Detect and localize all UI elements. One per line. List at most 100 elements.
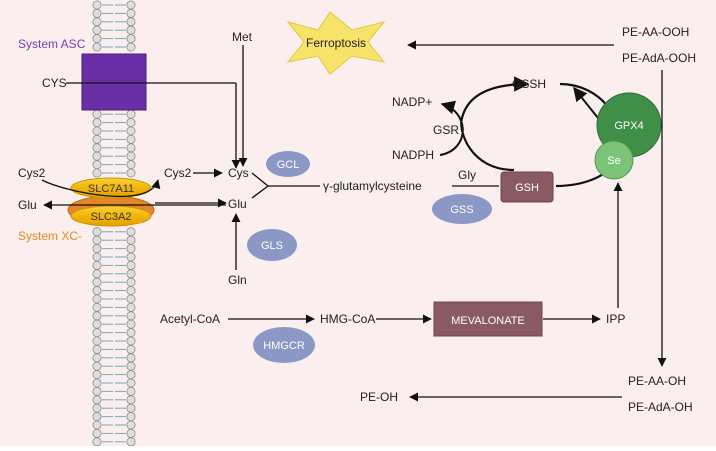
pe-aa-ooh-label: PE-AA-OOH: [622, 25, 689, 39]
pe-ada-ooh-label: PE-AdA-OOH: [622, 51, 696, 65]
membrane-bead: [92, 286, 102, 296]
membrane-bead: [92, 252, 102, 262]
membrane-bead: [126, 227, 136, 237]
hmgcr-enzyme: [253, 327, 315, 363]
membrane-bead: [126, 0, 136, 10]
slc3a2-label: SLC3A2: [91, 211, 132, 223]
gamma-glutamylcysteine-label: γ-glutamylcysteine: [323, 179, 422, 193]
membrane-bead: [92, 25, 102, 35]
membrane-bead: [126, 42, 136, 52]
gssh-label: GSSH: [512, 77, 546, 91]
membrane-bead: [126, 34, 136, 44]
membrane-bead: [92, 386, 102, 396]
membrane-bead: [126, 378, 136, 388]
membrane-bead: [92, 227, 102, 237]
met-label: Met: [232, 30, 253, 44]
membrane-bead: [126, 319, 136, 329]
slc7a11-label: SLC7A11: [88, 183, 134, 195]
membrane-bead: [92, 235, 102, 245]
membrane-bead: [126, 302, 136, 312]
cys-extracellular: CYS: [42, 76, 67, 90]
membrane-bead: [126, 311, 136, 321]
membrane-bead: [126, 344, 136, 354]
mevalonate-label: MEVALONATE: [451, 315, 525, 327]
membrane-bead: [92, 168, 102, 178]
acetyl-coa-label: Acetyl-CoA: [160, 312, 220, 326]
mevalonate-box: [433, 301, 543, 337]
nadph-label: NADPH: [392, 148, 434, 162]
glu-label: Glu: [228, 197, 247, 211]
membrane-bead: [126, 168, 136, 178]
membrane-bead: [126, 109, 136, 119]
membrane-bead: [126, 143, 136, 153]
membrane-bead: [92, 370, 102, 380]
membrane-bead: [126, 420, 136, 430]
gls-enzyme: [247, 229, 297, 261]
gsr-label: GSR: [433, 123, 459, 137]
gpx4-label: GPX4: [614, 120, 643, 132]
cys-glu-merge: [251, 172, 270, 199]
membrane-bead: [92, 244, 102, 254]
system-asc-label: System ASC: [18, 37, 86, 51]
membrane-bead: [126, 370, 136, 380]
membrane-bead: [126, 8, 136, 18]
cys2-extracellular: Cys2: [18, 166, 46, 180]
se-cofactor: [594, 140, 634, 180]
membrane-bead: [92, 0, 102, 10]
membrane-bead: [126, 353, 136, 363]
membrane-bead: [126, 151, 136, 161]
system-xc-label: System XC-: [18, 229, 82, 243]
membrane-bead: [92, 151, 102, 161]
membrane-bead: [126, 260, 136, 270]
hmg-coa-label: HMG-CoA: [320, 312, 375, 326]
gls-label: GLS: [261, 240, 283, 252]
slc7a11-transporter: [70, 177, 152, 199]
membrane-bead: [92, 353, 102, 363]
membrane-bead: [126, 386, 136, 396]
membrane-bead: [126, 403, 136, 413]
gly-label: Gly: [458, 168, 476, 182]
membrane-bead: [92, 403, 102, 413]
membrane-bead: [126, 17, 136, 27]
membrane-bead: [92, 143, 102, 153]
membrane-bead: [126, 328, 136, 338]
membrane-bead: [92, 134, 102, 144]
ferroptosis-star: [286, 11, 386, 75]
membrane-bead: [92, 260, 102, 270]
ferroptosis-label: Ferroptosis: [306, 36, 366, 50]
membrane-bead: [126, 361, 136, 371]
membrane-bead: [92, 118, 102, 128]
membrane-bead: [92, 277, 102, 287]
membrane-bead: [92, 160, 102, 170]
pe-oh-label: PE-OH: [360, 390, 398, 404]
membrane-bead: [126, 428, 136, 438]
membrane-bead: [126, 25, 136, 35]
membrane-bead: [92, 412, 102, 422]
membrane-bead: [126, 277, 136, 287]
membrane-bead: [126, 286, 136, 296]
membrane-bead: [126, 252, 136, 262]
membrane-bead: [92, 294, 102, 304]
membrane-bead: [92, 361, 102, 371]
gpx4-to-gssh-arrow: [573, 86, 599, 119]
gsh-box: [500, 171, 554, 203]
membrane-bead: [126, 134, 136, 144]
membrane-bead: [92, 109, 102, 119]
membrane-bead: [126, 336, 136, 346]
gss-enzyme: [432, 194, 492, 224]
membrane-bead: [92, 311, 102, 321]
membrane-bead: [92, 34, 102, 44]
ipp-label: IPP: [606, 312, 625, 326]
pe-aa-oh-label: PE-AA-OH: [628, 374, 686, 388]
membrane-bead: [126, 395, 136, 405]
cell-membrane: [92, 0, 136, 447]
pe-ada-oh-label: PE-AdA-OH: [628, 400, 693, 414]
membrane-bead: [126, 126, 136, 136]
membrane-bead: [92, 378, 102, 388]
membrane-bead: [92, 336, 102, 346]
membrane-bead: [92, 8, 102, 18]
membrane-bead: [92, 42, 102, 52]
membrane-bead: [92, 17, 102, 27]
